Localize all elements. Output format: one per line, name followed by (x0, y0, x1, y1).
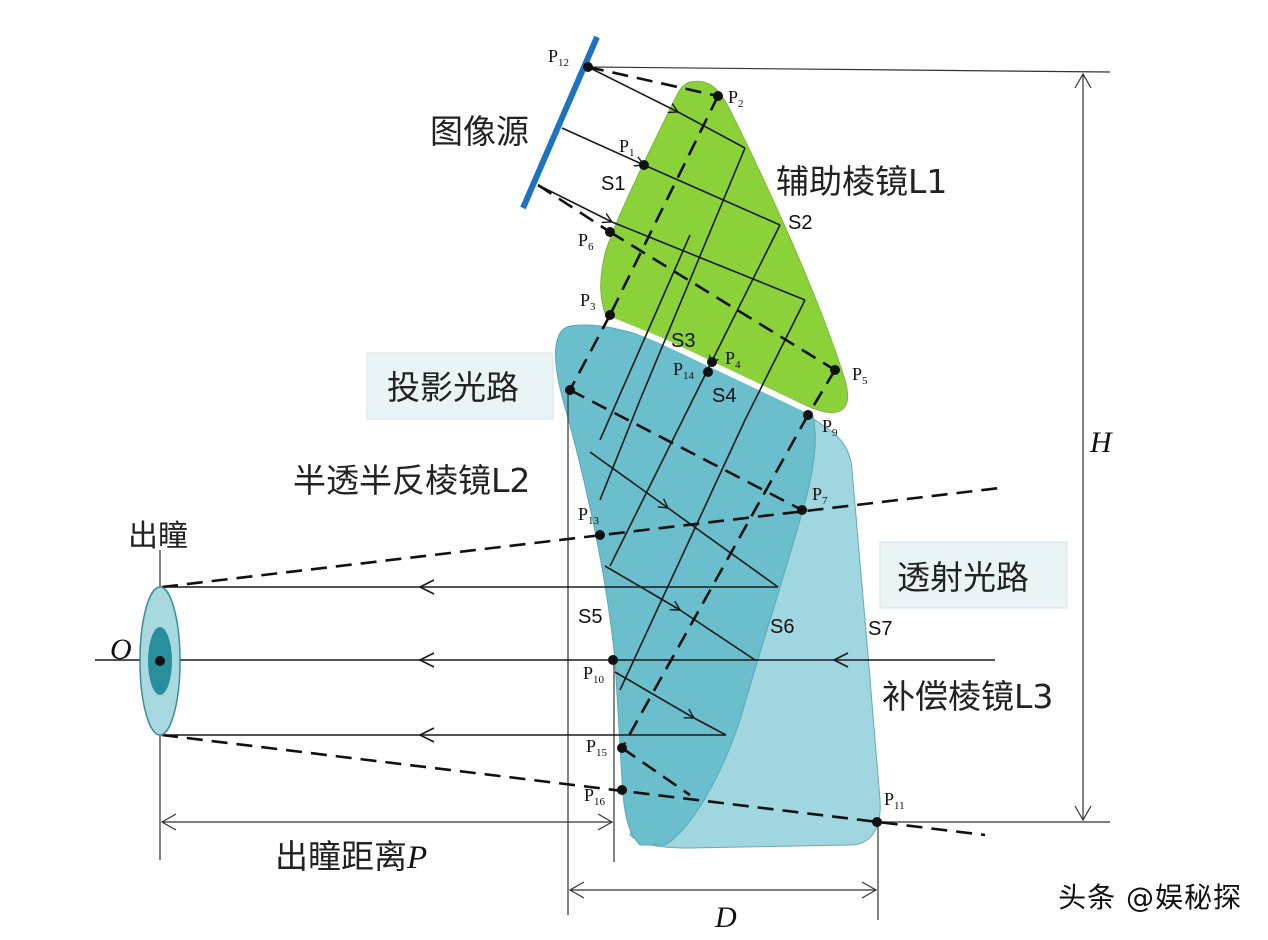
watermark: 头条 @娱秘探 (1058, 881, 1242, 914)
transmission-path-label-box (879, 541, 1068, 609)
point-labels: P12 P2 P1 P6 P3 P14 P4 P5 P9 P7 P13 P10 … (548, 46, 905, 812)
origin-label: O (110, 633, 132, 666)
key-points (565, 62, 882, 827)
surface-s2: S2 (788, 212, 812, 234)
top-extension-line (587, 66, 1111, 73)
label-p14: P14 (673, 359, 695, 382)
surface-s1: S1 (601, 173, 625, 195)
label-p11: P11 (884, 789, 905, 812)
label-p16: P16 (584, 785, 606, 808)
label-p13: P13 (578, 504, 600, 527)
label-p4: P4 (725, 348, 741, 371)
projection-path-label: 投影光路 (387, 368, 519, 407)
label-p7: P7 (812, 484, 828, 507)
surface-s5: S5 (578, 606, 602, 628)
pupil-distance-arrows (160, 813, 614, 831)
boundary-rays (161, 65, 1001, 837)
width-arrows (568, 881, 878, 899)
height-arrows (1074, 72, 1092, 822)
label-p12: P12 (548, 46, 569, 69)
surface-s6: S6 (770, 616, 794, 638)
label-p9: P9 (822, 416, 838, 439)
exit-pupil-label: 出瞳 (128, 519, 188, 554)
label-p6: P6 (578, 230, 594, 253)
label-p3: P3 (580, 290, 596, 313)
label-p2: P2 (728, 87, 744, 110)
label-p10: P10 (583, 663, 605, 686)
projection-path-label-box (366, 352, 554, 420)
height-label: H (1089, 426, 1114, 459)
half-prism-label: 半透半反棱镜L2 (293, 461, 530, 500)
eye-rays (95, 579, 995, 743)
exit-pupil-eye (139, 586, 181, 736)
surface-s4: S4 (712, 385, 736, 407)
surface-s7: S7 (868, 618, 892, 640)
compensation-prism-label: 补偿棱镜L3 (882, 677, 1053, 716)
projection-rays (537, 66, 806, 736)
label-p15: P15 (586, 736, 608, 759)
image-source-label: 图像源 (430, 112, 529, 151)
transmission-path-label: 透射光路 (897, 558, 1029, 597)
label-p5: P5 (852, 364, 868, 387)
surface-s3: S3 (671, 330, 695, 352)
aux-prism-label: 辅助棱镜L1 (776, 162, 947, 201)
label-p1: P1 (619, 136, 635, 159)
width-label: D (714, 901, 737, 934)
exit-pupil-distance-label: 出瞳距离P (275, 837, 427, 876)
half-prism-l2 (555, 324, 816, 846)
